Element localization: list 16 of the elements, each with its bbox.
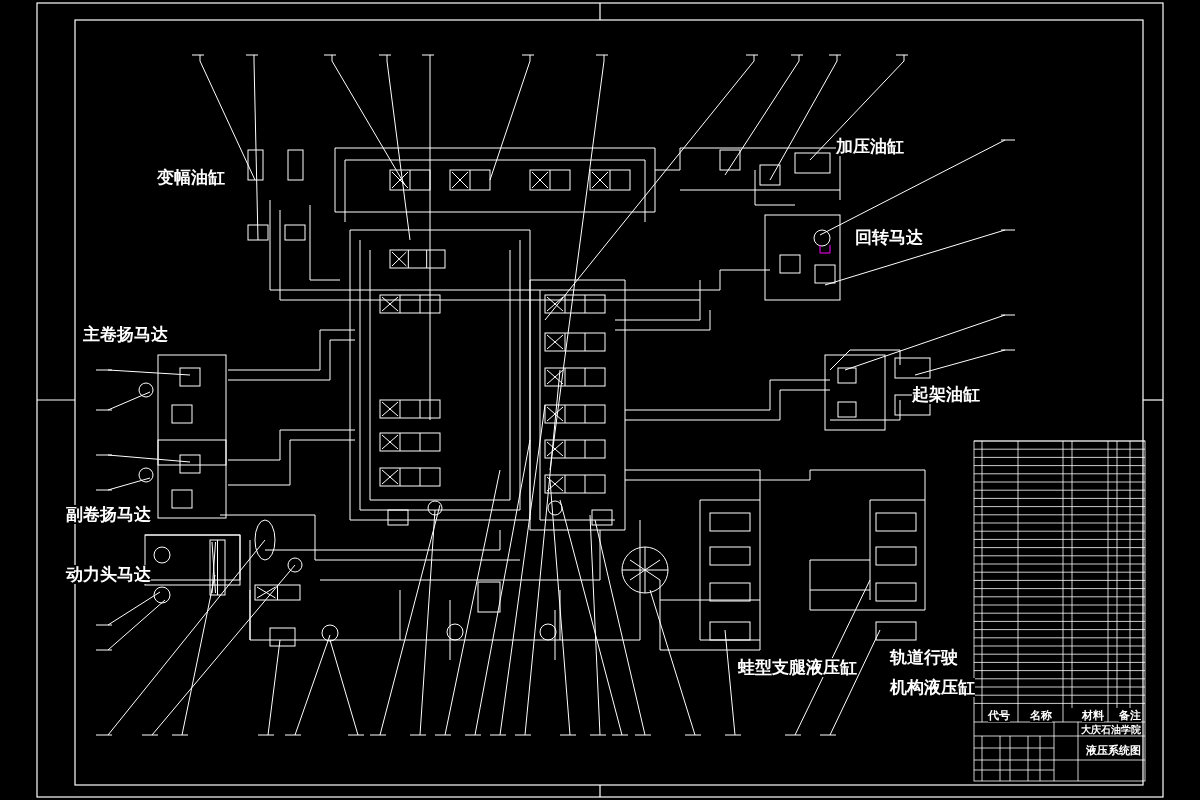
- component-label: 动力头马达: [66, 565, 151, 584]
- component-label: 轨道行驶: [890, 648, 958, 667]
- table-header-text: 备注: [1119, 710, 1141, 723]
- school-name-text: 大庆石油学院: [1081, 724, 1141, 735]
- drawing-title-text: 液压系统图: [1086, 745, 1141, 758]
- table-header-text: 材料: [1082, 710, 1104, 723]
- component-label: 加压油缸: [836, 137, 904, 156]
- component-label: 副卷扬马达: [66, 505, 151, 524]
- component-label: 变幅油缸: [157, 168, 225, 187]
- component-label: 回转马达: [855, 228, 923, 247]
- table-header-text: 代号: [988, 710, 1010, 723]
- component-label: 起架油缸: [912, 385, 980, 404]
- component-label: 机构液压缸: [890, 678, 975, 697]
- component-label: 蛙型支腿液压缸: [738, 658, 857, 677]
- table-header-text: 名称: [1030, 710, 1052, 723]
- component-label: 主卷扬马达: [83, 325, 168, 344]
